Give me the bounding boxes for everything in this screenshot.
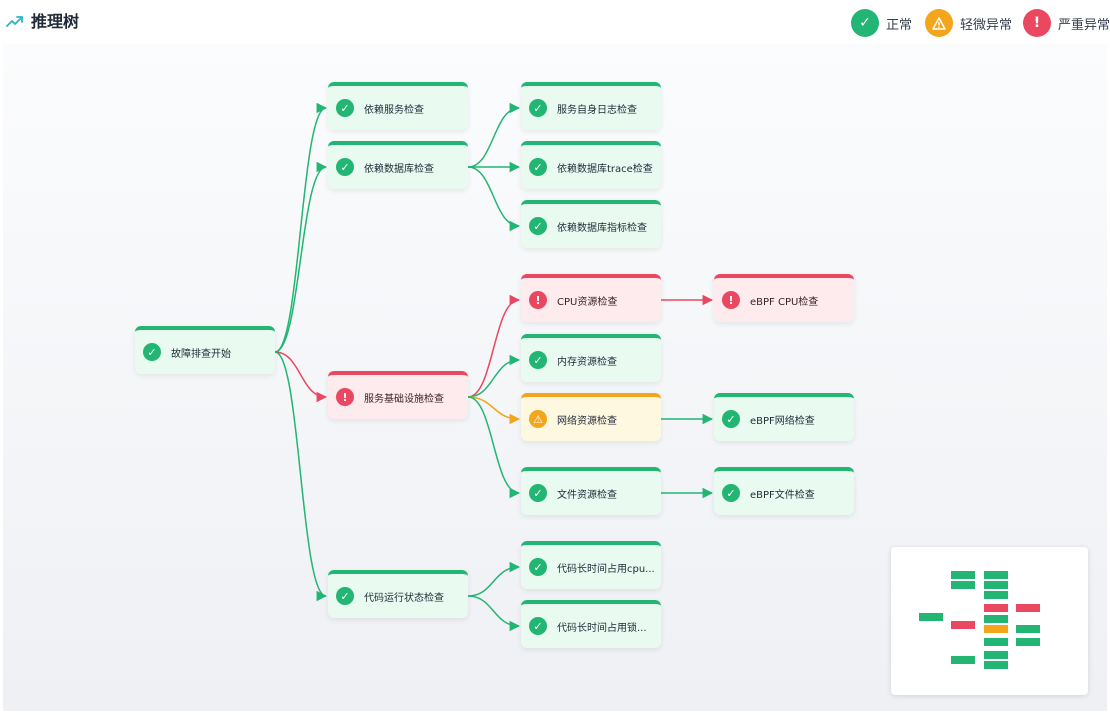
tree-node-code-lock[interactable]: ✓ 代码长时间占用锁... [521,600,661,648]
node-label: 代码长时间占用cpu... [557,563,655,575]
check-icon: ✓ [529,351,547,369]
node-label: 文件资源检查 [557,489,617,501]
warning-triangle-icon: ⚠ [529,410,547,428]
check-icon: ✓ [722,410,740,428]
exclamation-icon: ! [336,388,354,406]
legend-item-severe: ! 严重异常 [1023,8,1110,38]
tree-node-db-trace[interactable]: ✓ 依赖数据库trace检查 [521,141,661,189]
warning-triangle-icon [925,9,953,37]
node-label: eBPF文件检查 [750,489,815,501]
node-label: 代码运行状态检查 [364,592,444,604]
tree-node-ebpf-file[interactable]: ✓ eBPF文件检查 [714,467,854,515]
minimap-node [951,571,976,579]
minimap-node [1015,604,1040,613]
check-icon: ✓ [529,158,547,176]
check-icon: ✓ [336,99,354,117]
node-label: 故障排查开始 [171,348,231,360]
tree-node-ebpf-cpu[interactable]: ! eBPF CPU检查 [714,274,854,322]
minimap[interactable] [891,547,1088,695]
tree-node-cpu[interactable]: ! CPU资源检查 [521,274,661,322]
legend-label: 严重异常 [1058,17,1110,33]
node-label: 代码长时间占用锁... [557,622,647,634]
check-icon: ✓ [143,343,161,361]
minimap-node [983,660,1008,669]
exclamation-icon: ! [1023,9,1051,37]
minimap-node [983,571,1008,579]
minimap-node [983,591,1008,600]
node-label: eBPF CPU检查 [750,296,819,308]
node-label: 网络资源检查 [557,415,617,427]
minimap-node [951,621,976,630]
check-icon: ✓ [529,617,547,635]
tree-node-dep-db[interactable]: ✓ 依赖数据库检查 [328,141,468,189]
minimap-node [983,624,1008,633]
node-label: 依赖数据库trace检查 [557,163,653,175]
check-icon: ✓ [722,484,740,502]
page-title: 推理树 [31,12,80,31]
tree-node-file[interactable]: ✓ 文件资源检查 [521,467,661,515]
check-icon: ✓ [529,558,547,576]
minimap-node [983,581,1008,590]
tree-node-infra[interactable]: ! 服务基础设施检查 [328,371,468,419]
check-icon: ✓ [336,587,354,605]
minimap-node [951,581,976,590]
legend-label: 轻微异常 [960,17,1013,33]
node-label: 服务自身日志检查 [557,104,637,116]
tree-node-db-metric[interactable]: ✓ 依赖数据库指标检查 [521,200,661,248]
tree-node-root[interactable]: ✓ 故障排查开始 [135,326,275,374]
tree-node-code-cpu[interactable]: ✓ 代码长时间占用cpu... [521,541,661,589]
exclamation-icon: ! [529,291,547,309]
check-icon: ✓ [529,217,547,235]
node-label: 依赖数据库指标检查 [557,222,647,234]
tree-node-net[interactable]: ⚠ 网络资源检查 [521,393,661,441]
tree-node-mem[interactable]: ✓ 内存资源检查 [521,334,661,382]
node-label: 服务基础设施检查 [364,393,444,405]
minimap-node [951,655,976,664]
header-bar: 推理树 ✓ 正常 轻微异常 ! 严重异常 [0,0,1110,44]
minimap-node [983,637,1008,646]
check-icon: ✓ [529,484,547,502]
minimap-node [983,604,1008,613]
minimap-node [1015,637,1040,646]
node-label: 依赖数据库检查 [364,163,434,175]
check-icon: ✓ [336,158,354,176]
node-label: 依赖服务检查 [364,104,424,116]
tree-node-ebpf-net[interactable]: ✓ eBPF网络检查 [714,393,854,441]
node-label: 内存资源检查 [557,356,617,368]
legend-item-minor: 轻微异常 [925,8,1012,38]
tree-node-svc-log[interactable]: ✓ 服务自身日志检查 [521,82,661,130]
legend-label: 正常 [886,17,913,33]
exclamation-icon: ! [722,291,740,309]
tree-node-code-state[interactable]: ✓ 代码运行状态检查 [328,570,468,618]
check-icon: ✓ [851,9,879,37]
trending-up-icon [6,16,23,27]
node-label: CPU资源检查 [557,296,618,308]
minimap-node [1015,624,1040,633]
legend-item-normal: ✓ 正常 [851,8,912,38]
minimap-node [983,650,1008,659]
check-icon: ✓ [529,99,547,117]
minimap-node [919,613,943,622]
node-label: eBPF网络检查 [750,415,815,427]
minimap-node [983,614,1008,623]
tree-node-dep-service[interactable]: ✓ 依赖服务检查 [328,82,468,130]
